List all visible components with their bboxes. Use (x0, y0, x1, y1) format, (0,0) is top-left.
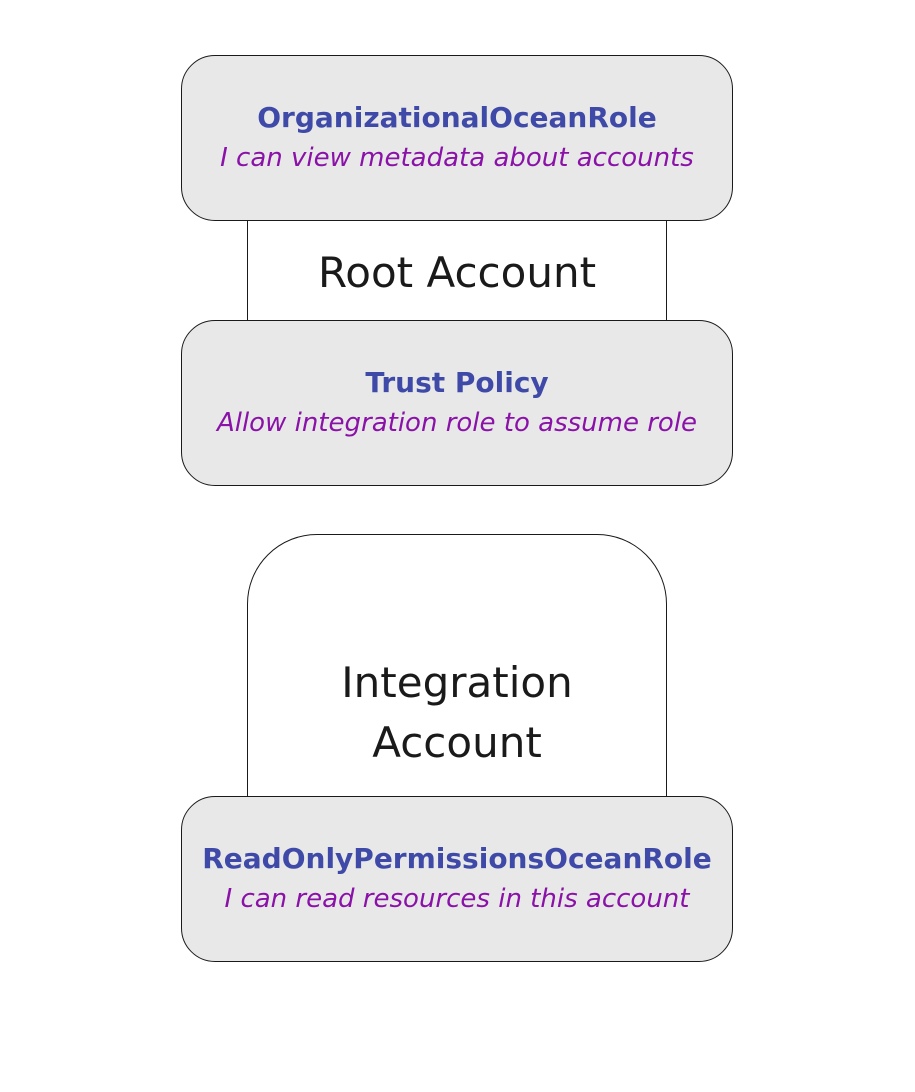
root-account-box: Root Account (247, 210, 667, 330)
trust-policy-box: Trust Policy Allow integration role to a… (181, 320, 733, 486)
read-only-permissions-ocean-role-box: ReadOnlyPermissionsOceanRole I can read … (181, 796, 733, 962)
role-title: ReadOnlyPermissionsOceanRole (202, 842, 712, 875)
role-title: OrganizationalOceanRole (257, 101, 657, 134)
root-account-label: Root Account (317, 248, 597, 297)
role-description: I can read resources in this account (224, 884, 690, 914)
organizational-ocean-role-box: OrganizationalOceanRole I can view metad… (181, 55, 733, 221)
integration-account-box: Integration Account (247, 534, 667, 810)
integration-account-label: Integration Account (248, 653, 666, 773)
integration-account-label-line2: Account (372, 718, 542, 767)
integration-account-label-line1: Integration (341, 658, 573, 707)
role-description: I can view metadata about accounts (220, 143, 694, 173)
role-description: Allow integration role to assume role (216, 408, 698, 438)
role-title: Trust Policy (365, 366, 549, 399)
